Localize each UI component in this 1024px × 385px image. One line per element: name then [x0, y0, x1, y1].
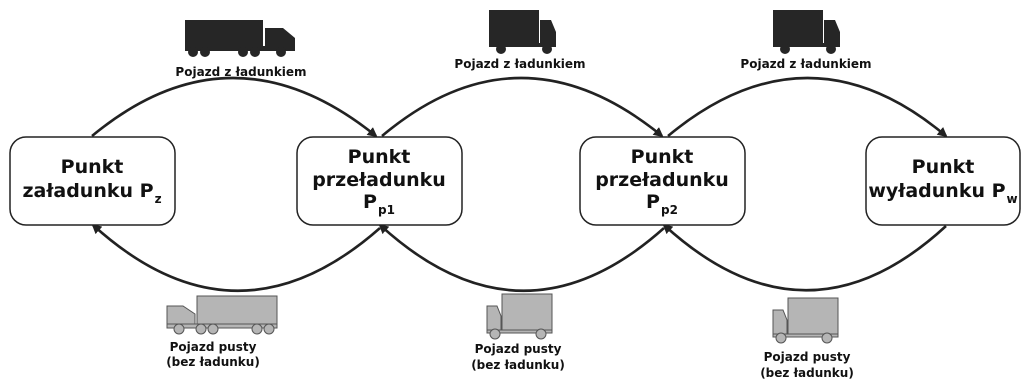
truck-icon: [773, 10, 840, 54]
empty-flow-arrow-2: [378, 223, 665, 292]
truck-icon: [166, 295, 278, 335]
empty-vehicle-label-1-line1: Pojazd pusty: [170, 340, 257, 354]
empty-flow-arrow-3: [662, 223, 947, 292]
node-transshipment-2-line1: Punkt: [631, 146, 694, 168]
node-transshipment-2-line3: Pp2: [646, 191, 678, 217]
truck-icon: [486, 293, 553, 340]
node-transshipment-point-1: Punkt przeładunku Pp1: [296, 136, 463, 226]
empty-vehicle-label-3-line2: (bez ładunku): [760, 366, 854, 380]
node-transshipment-point-2: Punkt przeładunku Pp2: [579, 136, 746, 226]
loaded-flow-arrow-3: [667, 76, 948, 138]
loaded-vehicle-label-1: Pojazd z ładunkiem: [175, 65, 306, 79]
node-transshipment-2-line2: przeładunku: [595, 169, 729, 191]
node-unloading-point-line2: wyładunku Pw: [868, 180, 1017, 206]
loaded-flow-arrow-1: [91, 76, 378, 138]
node-transshipment-1-line1: Punkt: [348, 146, 411, 168]
node-unloading-point: Punkt wyładunku Pw: [865, 136, 1021, 226]
truck-icon: [772, 297, 839, 344]
truck-icon: [489, 10, 556, 54]
empty-vehicle-label-3-line1: Pojazd pusty: [764, 350, 851, 364]
empty-flow-arrow-1: [91, 223, 381, 292]
node-loading-point: Punkt załadunku Pz: [9, 136, 176, 226]
node-loading-point-line1: Punkt: [61, 156, 124, 178]
empty-vehicle-label-1-line2: (bez ładunku): [166, 355, 260, 369]
truck-icon: [185, 20, 295, 57]
empty-vehicle-label-2-line2: (bez ładunku): [471, 358, 565, 372]
node-transshipment-1-line3: Pp1: [363, 191, 395, 217]
empty-vehicle-label-2-line1: Pojazd pusty: [475, 342, 562, 356]
node-transshipment-1-line2: przeładunku: [312, 169, 446, 191]
loaded-vehicle-label-3: Pojazd z ładunkiem: [740, 57, 871, 71]
loaded-flow-arrow-2: [381, 76, 664, 138]
node-unloading-point-line1: Punkt: [912, 156, 975, 178]
node-loading-point-line2: załadunku Pz: [22, 180, 161, 206]
loaded-vehicle-label-2: Pojazd z ładunkiem: [454, 57, 585, 71]
